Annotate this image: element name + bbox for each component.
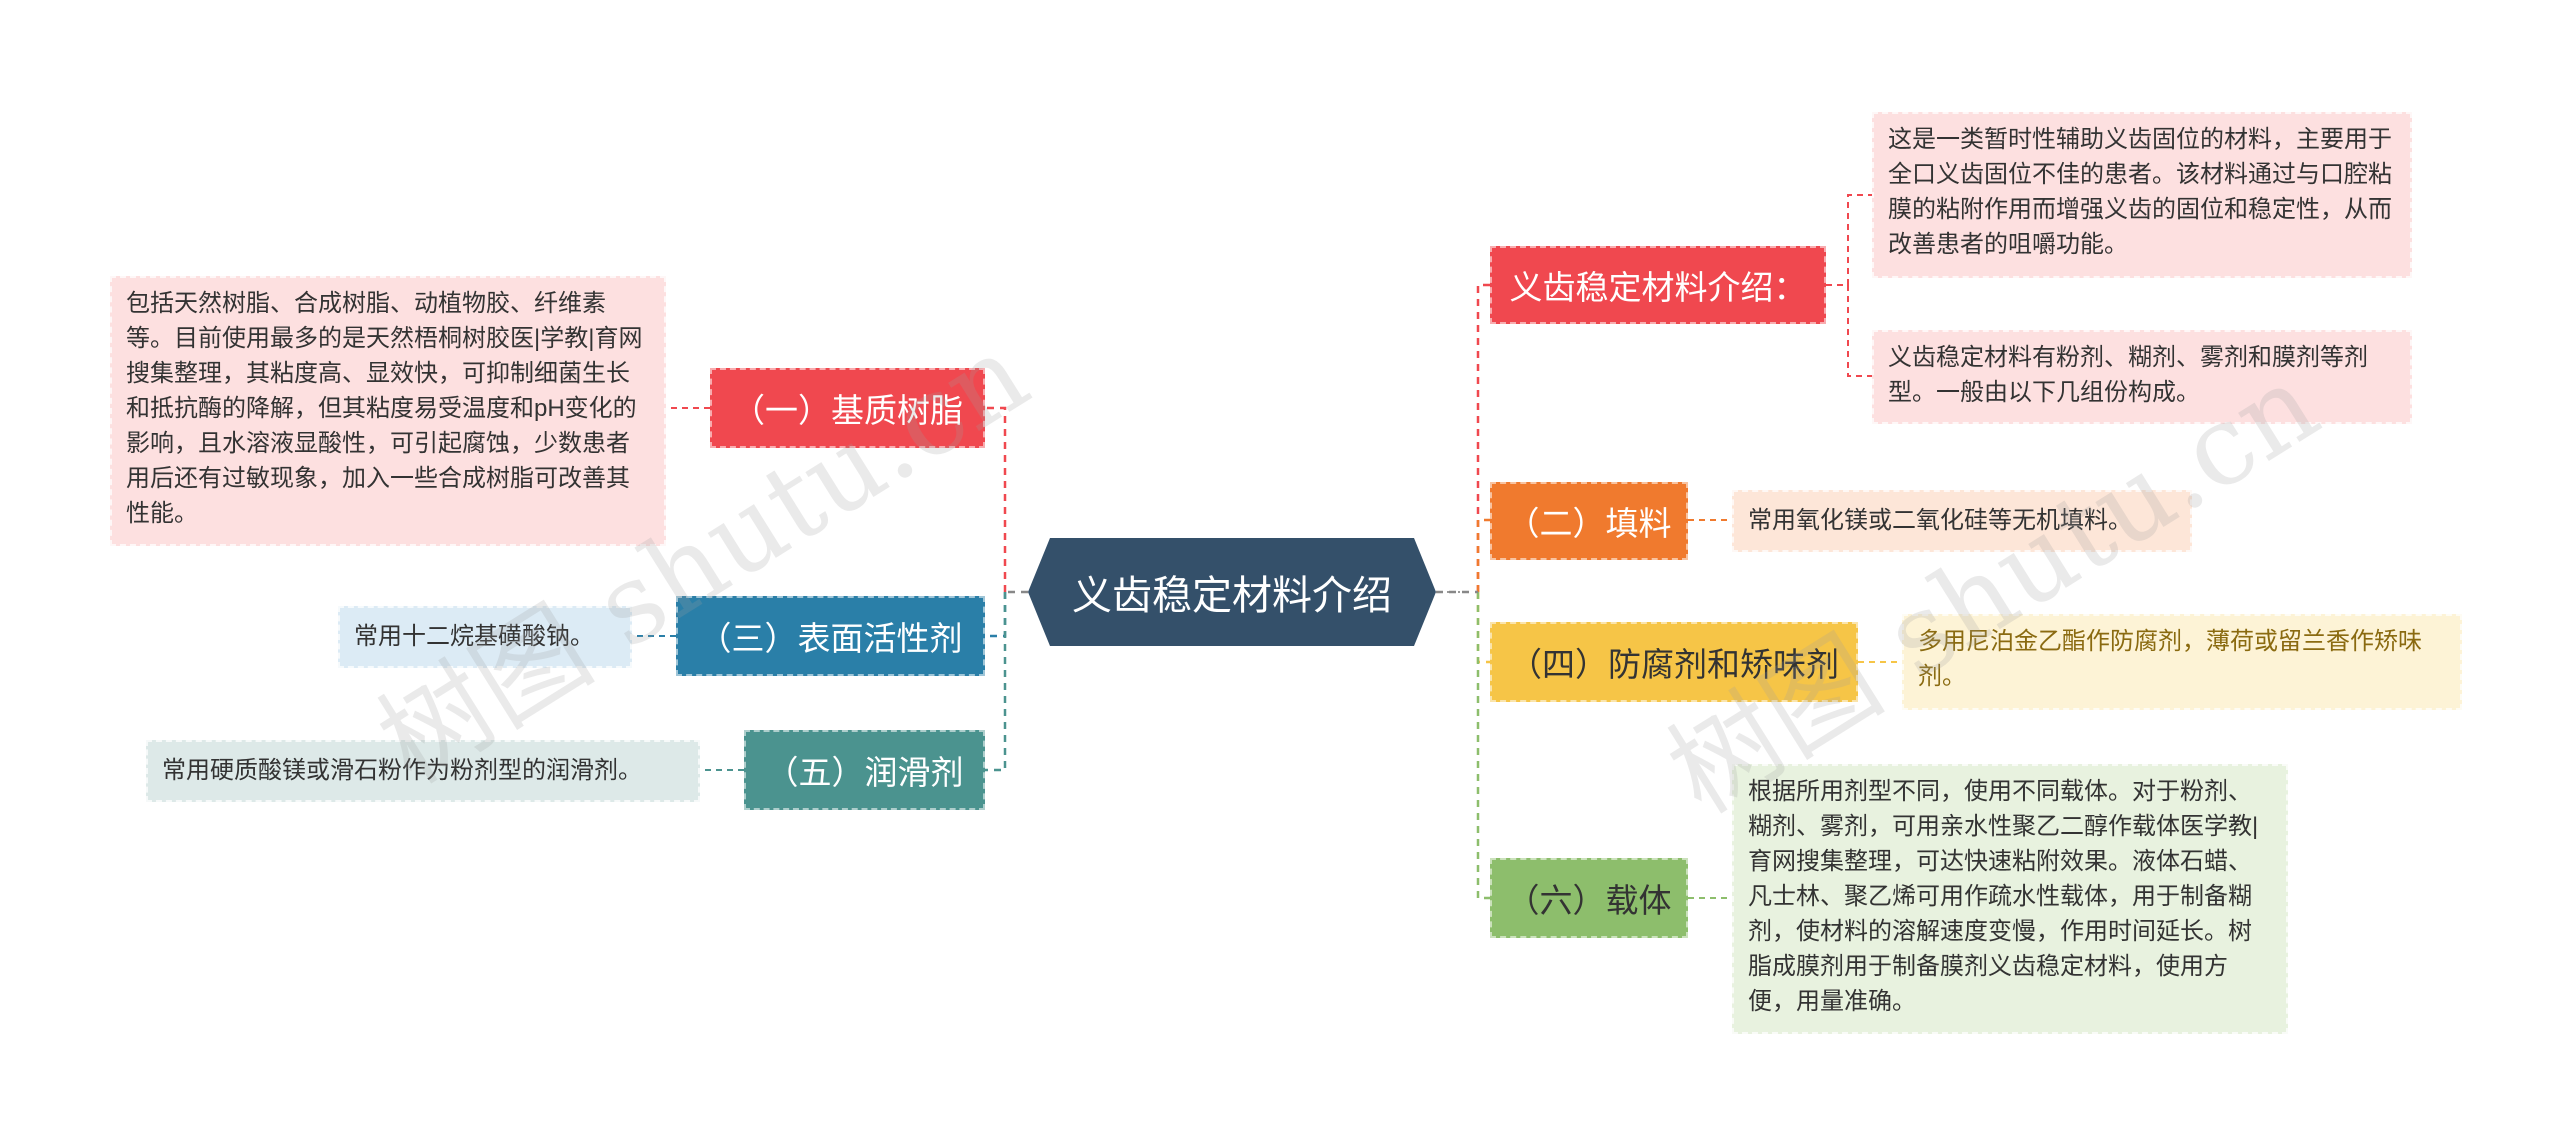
root-topic[interactable]: 义齿稳定材料介绍 — [1028, 538, 1436, 646]
note-intro-1-text: 这是一类暂时性辅助义齿固位的材料，主要用于全口义齿固位不佳的患者。该材料通过与口… — [1888, 126, 2392, 258]
topic-resin[interactable]: （一）基质树脂 — [710, 368, 985, 448]
note-carrier: 根据所用剂型不同，使用不同载体。对于粉剂、糊剂、雾剂，可用亲水性聚乙二醇作载体医… — [1732, 764, 2288, 1034]
topic-carrier[interactable]: （六）载体 — [1490, 858, 1688, 938]
note-filler: 常用氧化镁或二氧化硅等无机填料。 — [1732, 490, 2192, 552]
note-resin: 包括天然树脂、合成树脂、动植物胶、纤维素等。目前使用最多的是天然梧桐树胶医|学教… — [110, 276, 666, 546]
root-topic-label: 义齿稳定材料介绍 — [1072, 574, 1392, 618]
note-intro-2: 义齿稳定材料有粉剂、糊剂、雾剂和膜剂等剂型。一般由以下几组份构成。 — [1872, 330, 2412, 424]
topic-resin-label: （一）基质树脂 — [732, 392, 963, 429]
topic-lubricant[interactable]: （五）润滑剂 — [744, 730, 985, 810]
note-intro-2-text: 义齿稳定材料有粉剂、糊剂、雾剂和膜剂等剂型。一般由以下几组份构成。 — [1888, 344, 2368, 406]
note-intro-1: 这是一类暂时性辅助义齿固位的材料，主要用于全口义齿固位不佳的患者。该材料通过与口… — [1872, 112, 2412, 278]
topic-lubricant-label: （五）润滑剂 — [765, 754, 964, 791]
note-preservative-text: 多用尼泊金乙酯作防腐剂，薄荷或留兰香作矫味剂。 — [1918, 628, 2422, 690]
topic-surfactant-label: （三）表面活性剂 — [698, 620, 963, 657]
note-carrier-text: 根据所用剂型不同，使用不同载体。对于粉剂、糊剂、雾剂，可用亲水性聚乙二醇作载体医… — [1748, 778, 2259, 1015]
topic-intro[interactable]: 义齿稳定材料介绍： — [1490, 246, 1826, 324]
topic-carrier-label: （六）载体 — [1506, 882, 1672, 919]
topic-filler-label: （二）填料 — [1506, 505, 1672, 542]
note-surfactant: 常用十二烷基磺酸钠。 — [338, 606, 632, 668]
topic-intro-label: 义齿稳定材料介绍： — [1509, 269, 1807, 306]
note-filler-text: 常用氧化镁或二氧化硅等无机填料。 — [1748, 507, 2132, 534]
topic-surfactant[interactable]: （三）表面活性剂 — [676, 596, 985, 676]
note-lubricant-text: 常用硬质酸镁或滑石粉作为粉剂型的润滑剂。 — [162, 757, 642, 784]
note-lubricant: 常用硬质酸镁或滑石粉作为粉剂型的润滑剂。 — [146, 740, 700, 802]
note-preservative: 多用尼泊金乙酯作防腐剂，薄荷或留兰香作矫味剂。 — [1902, 614, 2462, 710]
topic-preservative-label: （四）防腐剂和矫味剂 — [1509, 646, 1839, 683]
note-resin-text: 包括天然树脂、合成树脂、动植物胶、纤维素等。目前使用最多的是天然梧桐树胶医|学教… — [126, 290, 643, 527]
root-hexagon-shape — [1028, 538, 1436, 646]
topic-filler[interactable]: （二）填料 — [1490, 482, 1688, 560]
topic-preservative[interactable]: （四）防腐剂和矫味剂 — [1490, 622, 1858, 702]
note-surfactant-text: 常用十二烷基磺酸钠。 — [354, 623, 594, 650]
